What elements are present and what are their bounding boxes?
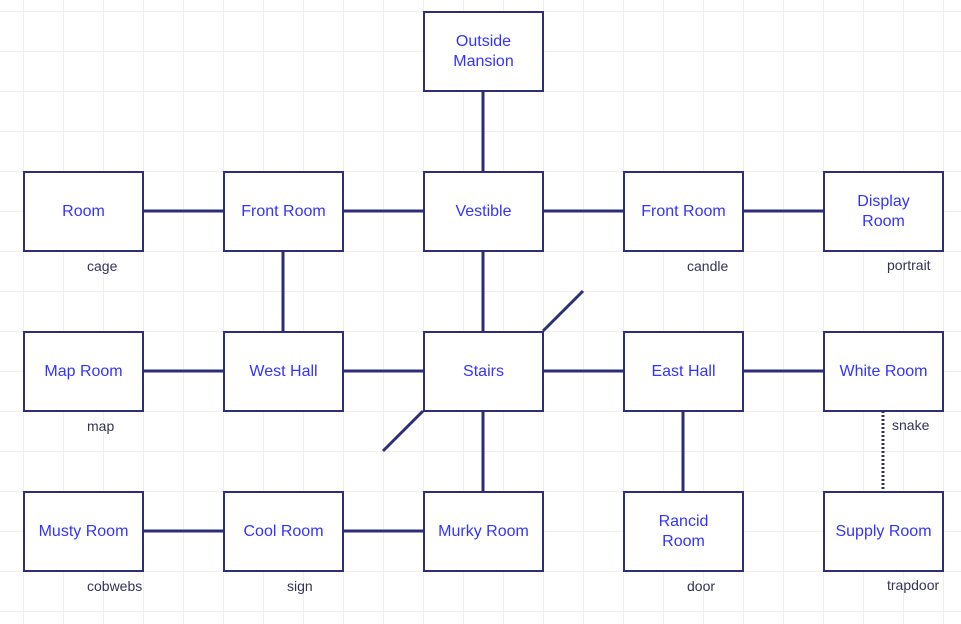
room-label: Rancid Room xyxy=(658,512,709,550)
room-label: Supply Room xyxy=(835,522,932,540)
room-display[interactable]: Display Room xyxy=(823,171,944,252)
room-west-hall[interactable]: West Hall xyxy=(223,331,344,412)
room-outside[interactable]: Outside Mansion xyxy=(423,11,544,92)
stairs-exit-down xyxy=(381,409,425,453)
room-vestible[interactable]: Vestible xyxy=(423,171,544,252)
item-label: snake xyxy=(892,417,930,433)
room-supply[interactable]: Supply Room xyxy=(823,491,944,572)
room-label: Musty Room xyxy=(38,522,129,540)
room-murky[interactable]: Murky Room xyxy=(423,491,544,572)
room-label: West Hall xyxy=(249,362,318,380)
room-label: Front Room xyxy=(241,202,326,220)
room-white[interactable]: White Room xyxy=(823,331,944,412)
room-label: Map Room xyxy=(44,362,123,380)
room-stairs[interactable]: Stairs xyxy=(423,331,544,412)
room-cool[interactable]: Cool Room xyxy=(223,491,344,572)
room-label: Vestible xyxy=(455,202,512,220)
room-label: Cool Room xyxy=(243,522,324,540)
item-label: door xyxy=(687,578,716,594)
room-east-hall[interactable]: East Hall xyxy=(623,331,744,412)
room-label: Murky Room xyxy=(438,522,529,540)
room-label: Room xyxy=(62,202,105,220)
room-room[interactable]: Room xyxy=(23,171,144,252)
room-label: Outside Mansion xyxy=(453,32,514,70)
stairs-exit-up xyxy=(541,289,585,333)
room-label: Display Room xyxy=(857,192,910,230)
room-rancid[interactable]: Rancid Room xyxy=(623,491,744,572)
item-label: sign xyxy=(287,578,313,594)
item-label: trapdoor xyxy=(887,577,940,593)
room-front-room-w[interactable]: Front Room xyxy=(223,171,344,252)
room-front-room-e[interactable]: Front Room xyxy=(623,171,744,252)
room-musty[interactable]: Musty Room xyxy=(23,491,144,572)
room-label: White Room xyxy=(839,362,928,380)
room-label: Front Room xyxy=(641,202,726,220)
item-label: portrait xyxy=(887,257,931,273)
item-label: map xyxy=(87,418,115,434)
item-label: cage xyxy=(87,258,118,274)
room-label: East Hall xyxy=(651,362,716,380)
item-label: cobwebs xyxy=(87,578,143,594)
room-map[interactable]: Map Room xyxy=(23,331,144,412)
room-label: Stairs xyxy=(463,362,504,380)
item-label: candle xyxy=(687,258,729,274)
